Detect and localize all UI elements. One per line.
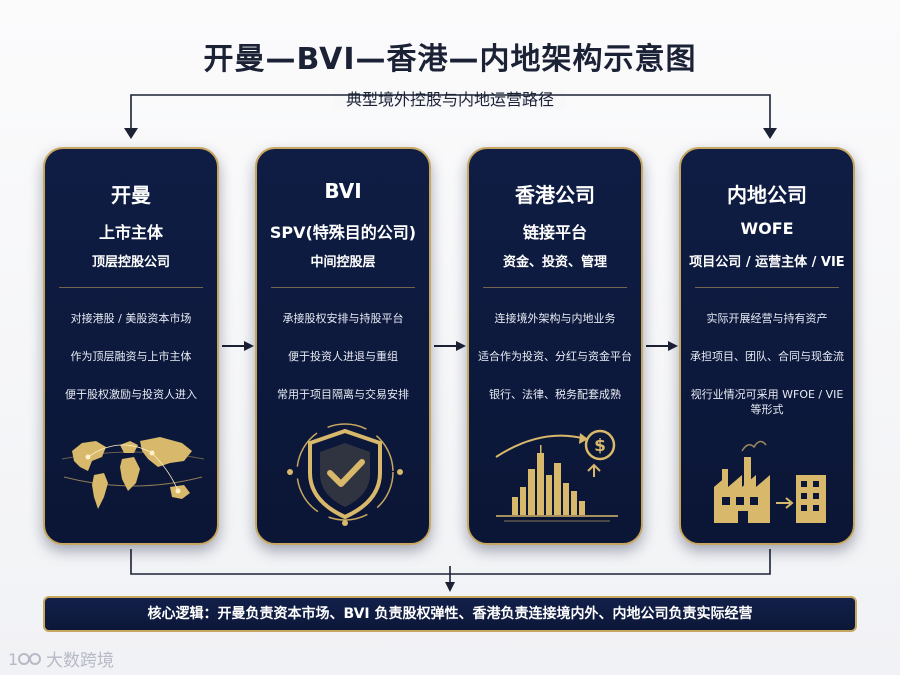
card-title: BVI (324, 179, 362, 203)
card-desc: 中间控股层 (310, 255, 376, 270)
card-divider (59, 287, 203, 288)
card-title: 开曼 (111, 183, 151, 207)
page-title: 开曼—BVI—香港—内地架构示意图 (203, 42, 697, 77)
card-role: WOFE (740, 219, 794, 238)
card-bullet: 视行业情况可采用 WFOE / VIE 等形式 (690, 388, 844, 416)
card-desc: 项目公司 / 运营主体 / VIE (689, 255, 845, 270)
card-bullet: 承接股权安排与持股平台 (282, 312, 404, 325)
top-connector-left-arrowhead (124, 128, 138, 139)
top-connector-right-arrowhead (763, 128, 777, 139)
card-role: 上市主体 (98, 223, 163, 242)
card-role: SPV(特殊目的公司) (269, 223, 417, 242)
watermark-text: 大数跨境 (46, 651, 114, 671)
card-bullet: 常用于项目隔离与交易安排 (277, 388, 409, 401)
card-divider (695, 287, 839, 288)
card-title: 内地公司 (727, 183, 807, 207)
top-connector-line (130, 94, 771, 136)
skyline-dollar-icon: $ (495, 429, 618, 522)
card-hongkong: 香港公司 链接平台 资金、投资、管理 连接境外架构与内地业务 适合作为投资、分红… (467, 147, 643, 545)
card-desc: 资金、投资、管理 (502, 255, 607, 270)
factory-building-icon (714, 440, 826, 523)
watermark-logo-icon: 1 (8, 650, 41, 669)
card-bullet: 对接港股 / 美股资本市场 (70, 312, 192, 325)
card-bullet: 便于投资人进退与重组 (288, 350, 398, 363)
svg-text:$: $ (594, 436, 606, 456)
card-role: 链接平台 (522, 223, 587, 242)
svg-text:1: 1 (8, 650, 18, 669)
card-bullet: 作为顶层融资与上市主体 (70, 350, 192, 363)
card-bullet: 实际开展经营与持有资产 (706, 312, 828, 325)
card-bullet: 银行、法律、税务配套成熟 (489, 388, 621, 401)
card-title: 香港公司 (515, 183, 595, 207)
card-bullet: 便于股权激励与投资人进入 (65, 388, 197, 401)
card-bullet: 承担项目、团队、合同与现金流 (690, 350, 844, 363)
card-desc: 顶层控股公司 (91, 255, 170, 270)
card-bullet: 连接境外架构与内地业务 (494, 312, 616, 325)
card-divider (483, 287, 627, 288)
card-bullet: 适合作为投资、分红与资金平台 (478, 350, 632, 363)
card-cayman: 开曼 上市主体 顶层控股公司 对接港股 / 美股资本市场 作为顶层融资与上市主体… (43, 147, 219, 545)
world-map-icon (61, 437, 205, 509)
card-bvi: BVI SPV(特殊目的公司) 中间控股层 承接股权安排与持股平台 便于投资人进… (255, 147, 431, 545)
card-mainland: 内地公司 WOFE 项目公司 / 运营主体 / VIE 实际开展经营与持有资产 … (679, 147, 855, 545)
card-divider (271, 287, 415, 288)
shield-check-icon (287, 423, 403, 526)
watermark: 1 大数跨境 (8, 646, 114, 672)
core-logic-bar: 核心逻辑：开曼负责资本市场、BVI 负责股权弹性、香港负责连接境内外、内地公司负… (43, 596, 857, 632)
